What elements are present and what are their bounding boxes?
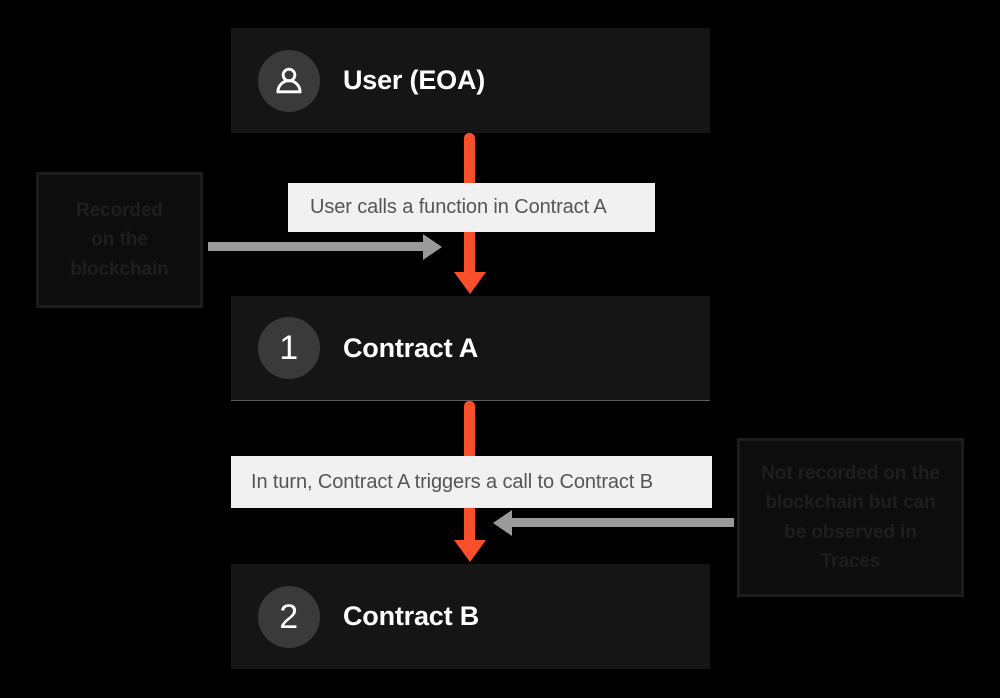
- step-label-1: User calls a function in Contract A: [288, 183, 655, 232]
- annotation-left-connector-shaft: [208, 242, 423, 251]
- node-user[interactable]: User (EOA): [231, 28, 710, 133]
- annotation-right-line-1: Not recorded on the: [761, 462, 940, 484]
- annotation-right-connector-shaft: [512, 518, 734, 527]
- annotation-left-connector-head: [423, 234, 442, 260]
- annotation-right-text: Not recorded on the blockchain but can b…: [761, 459, 940, 577]
- annotation-left-line-1: Recorded: [76, 199, 163, 221]
- annotation-left-text: Recorded on the blockchain: [70, 196, 168, 284]
- annotation-right-line-3: be observed in: [784, 521, 917, 543]
- flow-arrow-1-head: [454, 272, 486, 294]
- node-contract-b-label: Contract B: [343, 601, 480, 631]
- annotation-right: Not recorded on the blockchain but can b…: [737, 438, 964, 597]
- contract-a-step-badge: 1: [258, 317, 320, 379]
- node-user-label: User (EOA): [343, 65, 486, 95]
- person-icon: [271, 63, 307, 99]
- step-label-2: In turn, Contract A triggers a call to C…: [231, 456, 712, 508]
- annotation-right-line-2: blockchain but can: [765, 492, 936, 514]
- step-label-1-text: User calls a function in Contract A: [310, 196, 607, 218]
- annotation-right-line-4: Traces: [820, 550, 881, 572]
- user-avatar-badge: [258, 49, 320, 112]
- annotation-right-connector-head: [493, 510, 512, 536]
- step-label-2-text: In turn, Contract A triggers a call to C…: [251, 470, 653, 493]
- annotation-left-line-3: blockchain: [70, 258, 169, 280]
- annotation-left-line-2: on the: [91, 229, 148, 251]
- contract-a-step-number: 1: [279, 329, 299, 367]
- contract-b-step-badge: 2: [258, 585, 320, 648]
- contract-b-step-number: 2: [279, 597, 299, 636]
- node-contract-a-label: Contract A: [343, 332, 479, 363]
- annotation-left: Recorded on the blockchain: [36, 172, 203, 308]
- node-contract-a[interactable]: 1 Contract A: [231, 296, 710, 401]
- node-contract-b[interactable]: 2 Contract B: [231, 564, 710, 669]
- flow-arrow-2-head: [454, 540, 486, 562]
